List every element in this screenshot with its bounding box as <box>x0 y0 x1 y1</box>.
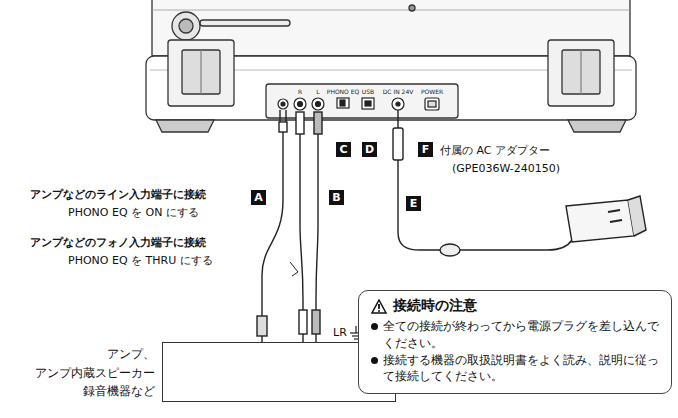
callout-letter: D <box>362 142 377 157</box>
rear-panel-terminals-part <box>312 98 324 110</box>
terminal-label: PHONO EQ <box>327 88 359 95</box>
ac-adapter-part <box>628 196 646 236</box>
callout-letter: B <box>329 190 344 205</box>
callout-letter: A <box>251 190 266 205</box>
switch-instruction: PHONO EQ を THRU にする <box>68 254 213 267</box>
ac-adapter-part <box>393 128 403 160</box>
channel-label: LR <box>333 326 347 339</box>
rear-panel-terminals-part <box>281 102 285 106</box>
caution-item: 全ての接続が終わってから電源プラグを差し込んでください。 <box>371 318 661 352</box>
phono-cables-part <box>316 134 318 310</box>
device-label: アンプ、 アンプ内蔵スピーカー 録音機器など <box>23 345 155 401</box>
caution-text: 接続する機器の取扱説明書をよく読み、説明に従って接続してください。 <box>383 352 661 386</box>
rear-panel-terminals-part <box>362 98 374 109</box>
terminal-label: DC IN 24V <box>383 88 414 95</box>
turntable-body-part <box>200 50 201 94</box>
phono-cables-part <box>296 112 304 134</box>
ac-adapter-part <box>440 244 460 256</box>
turntable-body-part <box>548 40 614 106</box>
rear-panel-terminals-part <box>428 101 436 107</box>
ground-symbol-part <box>355 326 356 333</box>
ac-adapter-part <box>566 200 634 242</box>
ac-adapter-part <box>397 110 398 128</box>
terminal-label: R <box>298 88 302 95</box>
phono-cables-part <box>314 112 322 134</box>
connection-note: アンプなどのフォノ入力端子に接続 <box>30 236 206 249</box>
rear-panel-terminals-part <box>337 98 349 108</box>
callout-letter: C <box>336 142 351 157</box>
turntable-body-part <box>168 40 234 106</box>
turntable-body-part <box>562 50 600 94</box>
callout-letter: E <box>406 196 421 211</box>
phono-cables-part <box>262 132 283 316</box>
adapter-model: (GPE036W-240150) <box>452 162 560 175</box>
rear-panel-terminals-part <box>298 102 303 107</box>
phono-cables-part <box>257 316 267 336</box>
terminal-label: USB <box>362 88 374 95</box>
caution-heading: 接続時の注意 <box>371 297 661 315</box>
phono-cables-part <box>312 310 320 334</box>
turntable-body-part <box>156 120 214 132</box>
rear-panel-terminals-part <box>396 102 400 106</box>
rear-panel-terminals-part <box>392 98 404 110</box>
turntable-body-part <box>568 120 626 132</box>
callout-letter: F <box>418 142 433 157</box>
ac-adapter-part <box>610 220 622 222</box>
turntable-body-part <box>182 50 220 94</box>
caution-text: 全ての接続が終わってから電源プラグを差し込んでください。 <box>383 318 661 352</box>
connection-note: アンプなどのライン入力端子に接続 <box>30 188 206 201</box>
phono-cables-part <box>300 134 303 310</box>
bullet <box>371 357 378 364</box>
rear-panel-terminals <box>278 98 439 110</box>
turntable-body-part <box>200 20 290 26</box>
ac-adapter-part <box>608 210 620 212</box>
turntable-body-part <box>266 84 458 118</box>
caution-box: 接続時の注意全ての接続が終わってから電源プラグを差し込んでください。接続する機器… <box>358 290 672 394</box>
turntable-body-part <box>179 19 193 33</box>
terminal-label: POWER <box>421 88 443 95</box>
turntable-body <box>146 0 636 132</box>
rear-panel-terminals-part <box>278 99 288 109</box>
bullet <box>371 323 378 330</box>
caution-item: 接続する機器の取扱説明書をよく読み、説明に従って接続してください。 <box>371 352 661 386</box>
phono-cables-part <box>302 334 303 342</box>
caution-title: 接続時の注意 <box>393 297 477 315</box>
rear-panel-terminals-part <box>316 102 321 107</box>
phono-cables <box>257 110 322 342</box>
ac-adapter-part <box>398 160 440 250</box>
turntable-body-part <box>580 50 581 94</box>
ac-adapter <box>393 110 646 256</box>
phono-cables-part <box>299 310 307 334</box>
rear-panel-terminals-part <box>340 100 345 106</box>
turntable-body-part <box>172 12 200 40</box>
turntable-body-part <box>409 5 415 11</box>
terminal-label: L <box>316 88 319 95</box>
warning-icon <box>371 299 387 314</box>
warning-mark <box>378 304 380 309</box>
rear-panel-terminals-part <box>365 101 371 106</box>
phono-cables-part <box>315 334 316 342</box>
rear-panel-terminals-part <box>294 98 306 110</box>
phono-cables-part <box>280 110 286 122</box>
warning-mark <box>378 310 380 312</box>
ac-adapter-part <box>460 240 572 250</box>
warning-triangle <box>372 300 386 313</box>
turntable-body-part <box>152 10 630 11</box>
phono-cables-part <box>279 122 287 132</box>
switch-instruction: PHONO EQ を ON にする <box>68 206 199 219</box>
rear-panel-terminals-part <box>425 98 439 110</box>
adapter-label: 付属の AC アダプター <box>440 144 550 157</box>
phono-cables-part <box>290 262 298 276</box>
